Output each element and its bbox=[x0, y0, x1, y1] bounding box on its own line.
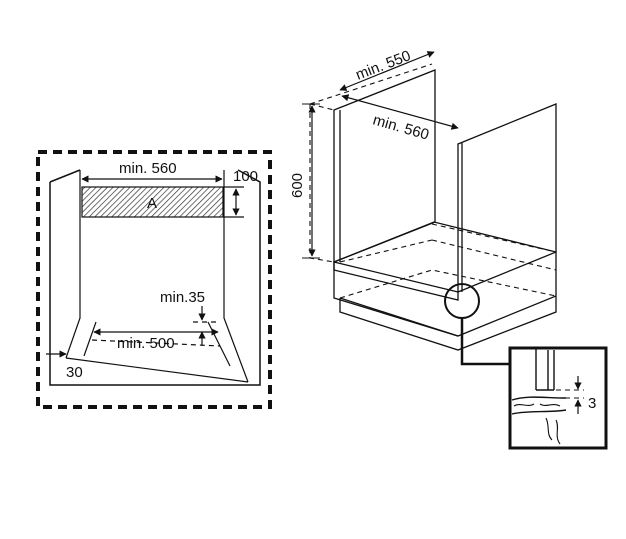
detail-view: 3 bbox=[508, 346, 608, 450]
base-bottom-edge bbox=[339, 297, 459, 337]
height-600-label: 600 bbox=[289, 173, 306, 198]
detail-gap-label: 3 bbox=[588, 395, 596, 412]
front-view-boundary bbox=[36, 150, 272, 409]
floor-recess-dash bbox=[91, 339, 221, 347]
depth-550-label: min. 550 bbox=[353, 47, 413, 83]
depth-550-dimension bbox=[339, 51, 435, 91]
cabinet-view: 600 min. 550 min. 560 bbox=[289, 47, 557, 366]
base-front-lip bbox=[333, 261, 459, 301]
plinth bbox=[339, 296, 557, 351]
width-560-label: min. 560 bbox=[371, 112, 431, 144]
right-side-panel bbox=[457, 103, 557, 293]
side-label: 30 bbox=[66, 364, 83, 381]
height-label: 100 bbox=[233, 168, 258, 185]
gap-label: min.35 bbox=[160, 289, 205, 306]
detail-panel bbox=[535, 348, 555, 391]
detail-woodgrain bbox=[513, 403, 561, 445]
cavity-dashes bbox=[309, 63, 557, 299]
width-560-dimension bbox=[341, 94, 459, 130]
cabinet-base bbox=[333, 221, 557, 337]
depth-label: min. 500 bbox=[117, 335, 175, 352]
front-width-label: min. 560 bbox=[119, 160, 177, 177]
left-side-panel bbox=[333, 69, 436, 263]
vent-zone-a bbox=[81, 186, 224, 218]
detail-slab-bottom bbox=[511, 409, 567, 415]
front-view: A min. 560 100 min.35 min. 500 30 bbox=[36, 150, 272, 409]
cabinet-inner-wall bbox=[65, 170, 249, 383]
detail-leader-line bbox=[460, 318, 512, 366]
vent-zone-label: A bbox=[147, 195, 157, 212]
cabinet-outer-wall bbox=[49, 169, 261, 386]
bottom-edge bbox=[65, 357, 249, 383]
